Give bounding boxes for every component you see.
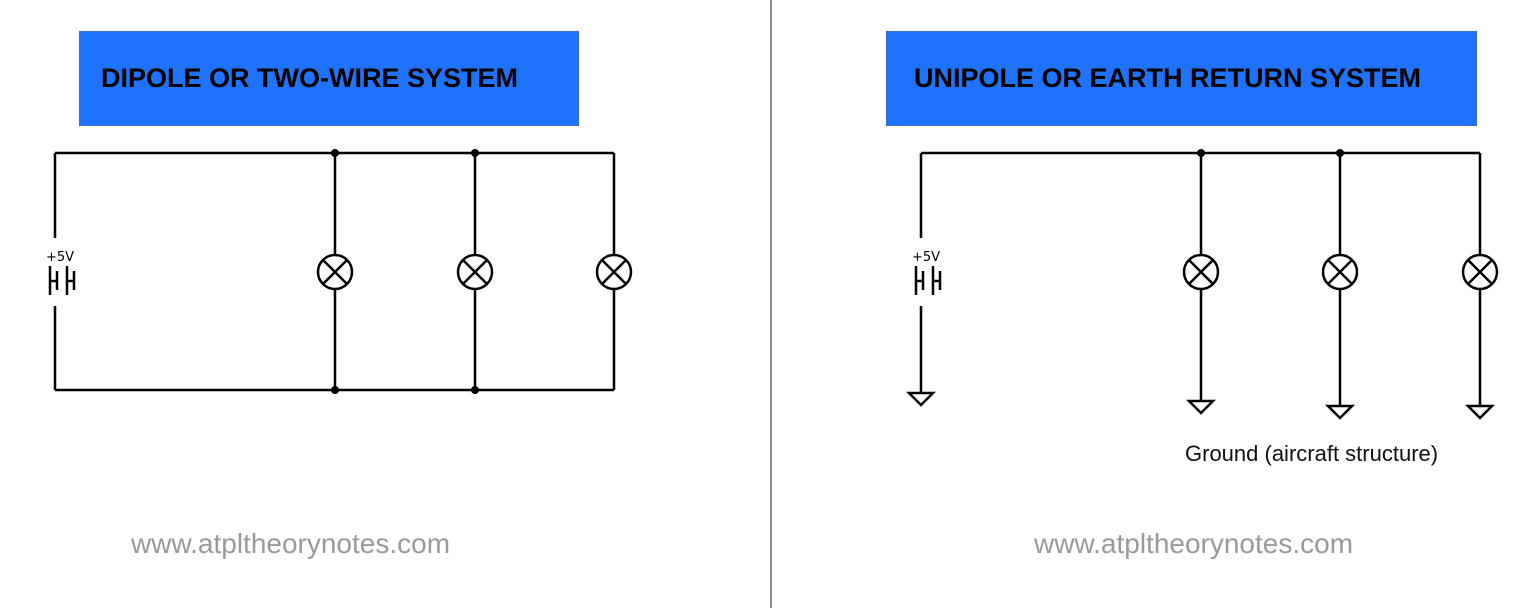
right-watermark: www.atpltheorynotes.com xyxy=(1034,528,1354,559)
dipole-lamp-1 xyxy=(316,153,354,390)
unipole-battery-icon xyxy=(914,266,942,295)
dipole-battery-label: +5V xyxy=(46,250,74,265)
dipole-junction-dot xyxy=(471,386,479,394)
unipole-lamp-3 xyxy=(1461,153,1499,406)
ground-symbol-lamp-1 xyxy=(1185,399,1217,415)
dipole-junction-dot xyxy=(331,386,339,394)
unipole-circuit xyxy=(905,151,1499,420)
ground-symbol-lamp-3 xyxy=(1464,404,1496,420)
dipole-title: DIPOLE OR TWO-WIRE SYSTEM xyxy=(101,63,518,93)
unipole-title: UNIPOLE OR EARTH RETURN SYSTEM xyxy=(914,63,1422,93)
unipole-lamp-1 xyxy=(1182,153,1220,401)
unipole-battery-label: +5V xyxy=(912,250,940,265)
ground-symbol-lamp-2 xyxy=(1324,404,1356,420)
unipole-junction-dot xyxy=(1336,149,1344,157)
panel-divider xyxy=(770,0,772,608)
dipole-circuit xyxy=(48,151,633,392)
dipole-title-box: DIPOLE OR TWO-WIRE SYSTEM xyxy=(79,31,579,126)
unipole-title-box: UNIPOLE OR EARTH RETURN SYSTEM xyxy=(886,31,1477,126)
ground-symbol-battery xyxy=(905,391,937,407)
dipole-lamp-2 xyxy=(456,153,494,390)
unipole-junction-dot xyxy=(1197,149,1205,157)
left-watermark: www.atpltheorynotes.com xyxy=(131,528,451,559)
dipole-lamp-3 xyxy=(595,153,633,390)
dipole-junction-dot xyxy=(471,149,479,157)
dipole-battery-icon xyxy=(48,266,76,295)
ground-caption: Ground (aircraft structure) xyxy=(1185,441,1439,466)
unipole-lamp-2 xyxy=(1321,153,1359,406)
dipole-junction-dot xyxy=(331,149,339,157)
